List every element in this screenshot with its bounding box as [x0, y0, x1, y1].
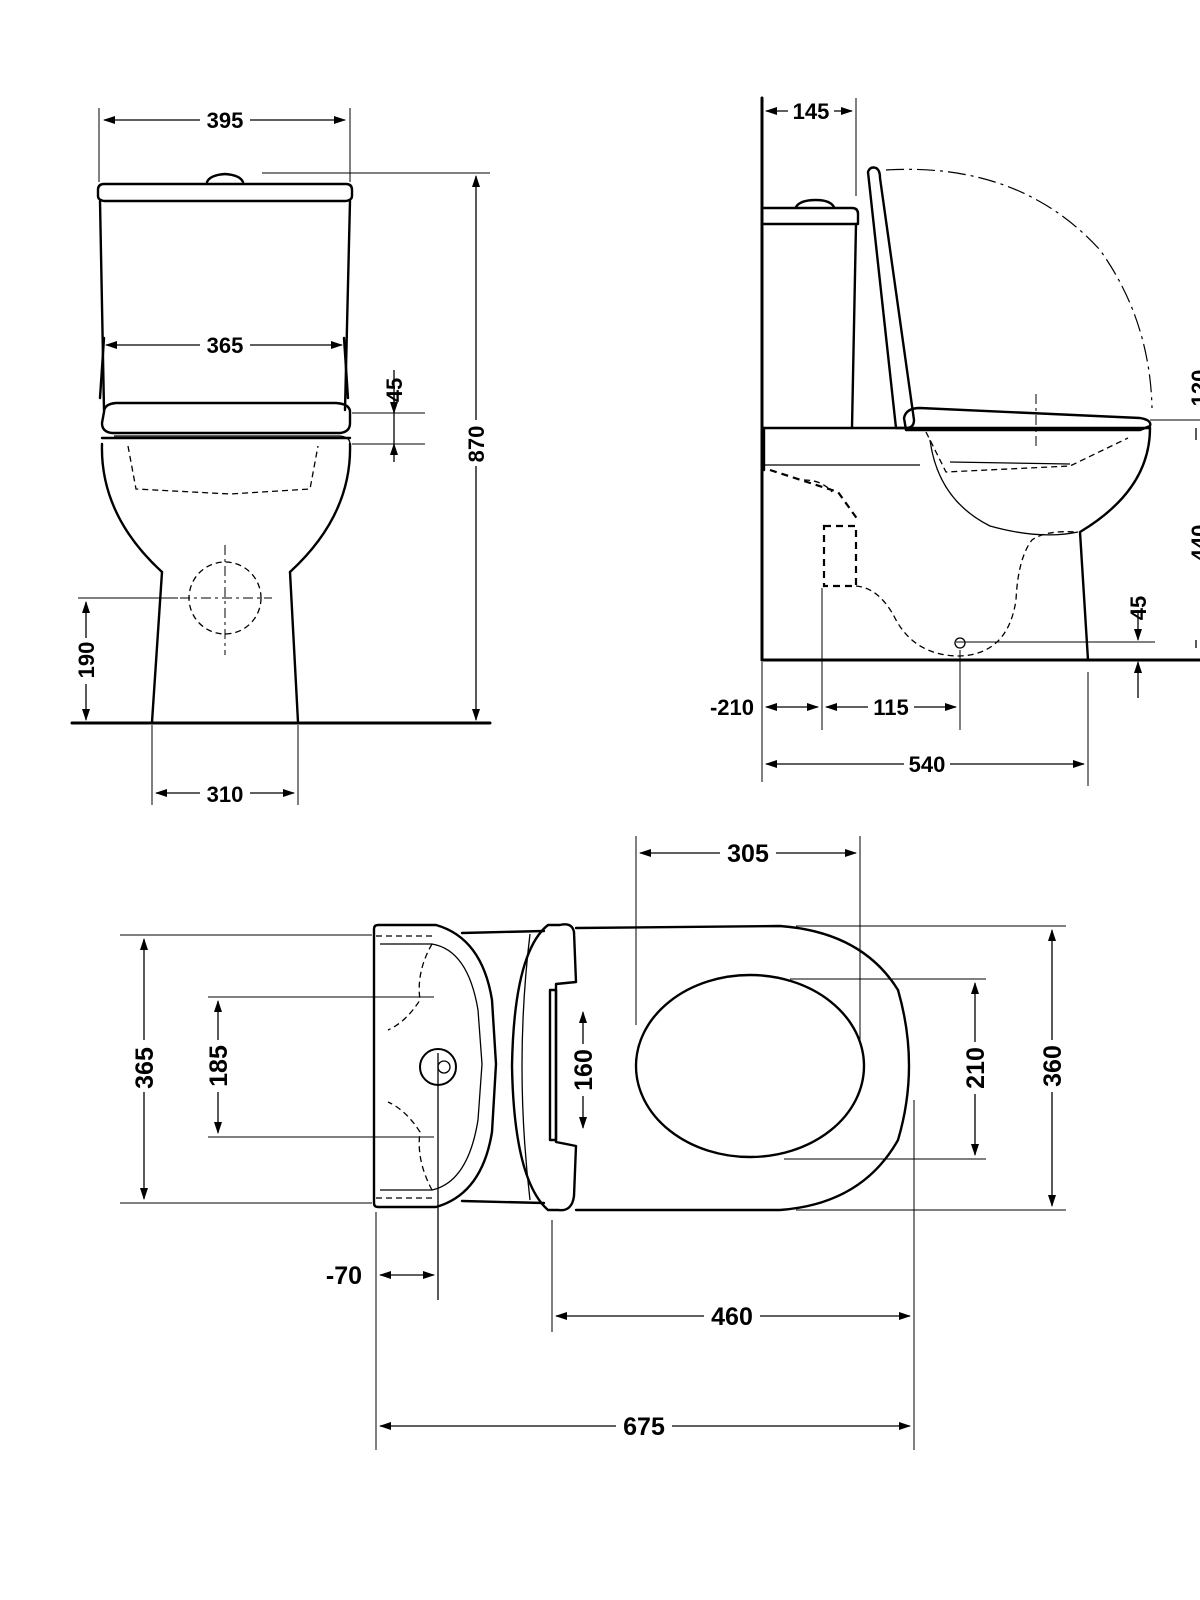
dim-45-seat: 45 — [382, 378, 407, 402]
dim-145: 145 — [793, 99, 830, 124]
side-view: 145 120 440 45 -210 115 540 — [710, 96, 1200, 786]
dim-440-clipped: 440 — [1187, 525, 1200, 562]
dim-115: 115 — [873, 695, 909, 720]
top-view-outline — [372, 923, 911, 1300]
dim-45-outlet: 45 — [1126, 596, 1151, 620]
dim-540: 540 — [909, 752, 946, 777]
dim-360: 360 — [1039, 1045, 1067, 1087]
dim-460: 460 — [711, 1303, 753, 1331]
dim-305: 305 — [727, 840, 769, 868]
dim-870: 870 — [464, 426, 489, 463]
dim-365-front: 365 — [207, 333, 244, 358]
side-view-outline — [762, 166, 1153, 662]
dim-minus-210: -210 — [710, 695, 754, 720]
dim-120-clipped: 120 — [1187, 370, 1200, 407]
dim-395: 395 — [207, 108, 244, 133]
dim-minus-70: -70 — [326, 1262, 362, 1290]
front-view: 395 365 45 870 190 310 — [70, 106, 492, 807]
dim-160: 160 — [570, 1049, 598, 1091]
dim-210: 210 — [962, 1047, 990, 1089]
dim-365-top: 365 — [131, 1047, 159, 1089]
front-view-outline — [96, 172, 354, 724]
dim-185: 185 — [205, 1045, 233, 1087]
dim-310: 310 — [207, 782, 244, 807]
dim-190: 190 — [74, 642, 99, 679]
top-view: 305 365 185 160 210 360 -70 — [120, 836, 1067, 1450]
dim-675: 675 — [623, 1413, 665, 1441]
